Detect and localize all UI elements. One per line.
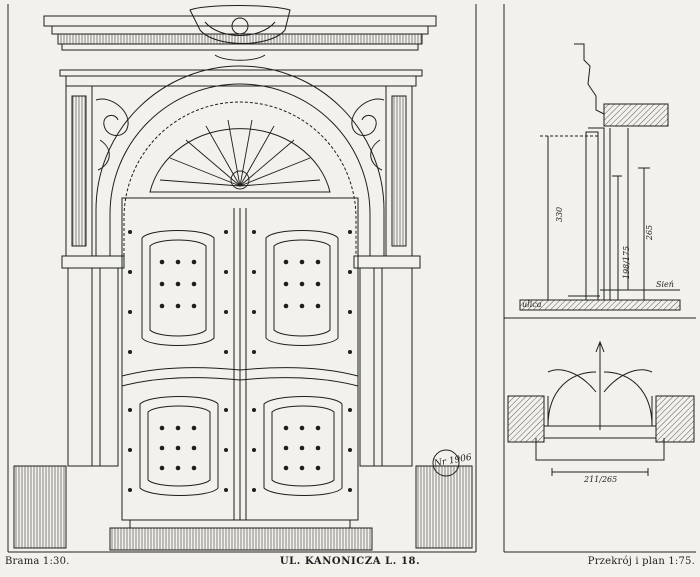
left-pilaster bbox=[61, 85, 125, 467]
label-street: ulica bbox=[522, 300, 542, 309]
plan-drawing bbox=[507, 340, 695, 476]
right-pilaster bbox=[353, 85, 421, 467]
section-drawing bbox=[519, 43, 681, 311]
threshold bbox=[13, 465, 473, 551]
dimension-door-height: 265 bbox=[645, 224, 655, 241]
door-leaves bbox=[121, 197, 359, 521]
stamp-circle bbox=[432, 449, 460, 477]
spandrel-ornaments bbox=[95, 98, 385, 171]
dimension-plan-width: 211/265 bbox=[584, 475, 618, 484]
door-studs bbox=[128, 230, 352, 492]
door-panels bbox=[139, 230, 343, 496]
caption-title: UL. KANONICZA L. 18. bbox=[279, 556, 421, 567]
dimension-total-height: 330 bbox=[555, 206, 565, 223]
caption-section-scale: Przekrój i plan 1:75. bbox=[587, 556, 695, 567]
label-wall: Sień bbox=[656, 280, 674, 289]
cornice bbox=[43, 15, 437, 87]
cartouche-ornament bbox=[189, 5, 291, 61]
frame-lines bbox=[7, 4, 696, 553]
caption-gate-scale: Brama 1:30. bbox=[5, 556, 70, 567]
arch bbox=[95, 65, 385, 256]
gate-elevation bbox=[13, 5, 473, 551]
fan-lunette bbox=[159, 119, 321, 190]
dimension-door-height-alt: 198/175 bbox=[622, 245, 632, 280]
